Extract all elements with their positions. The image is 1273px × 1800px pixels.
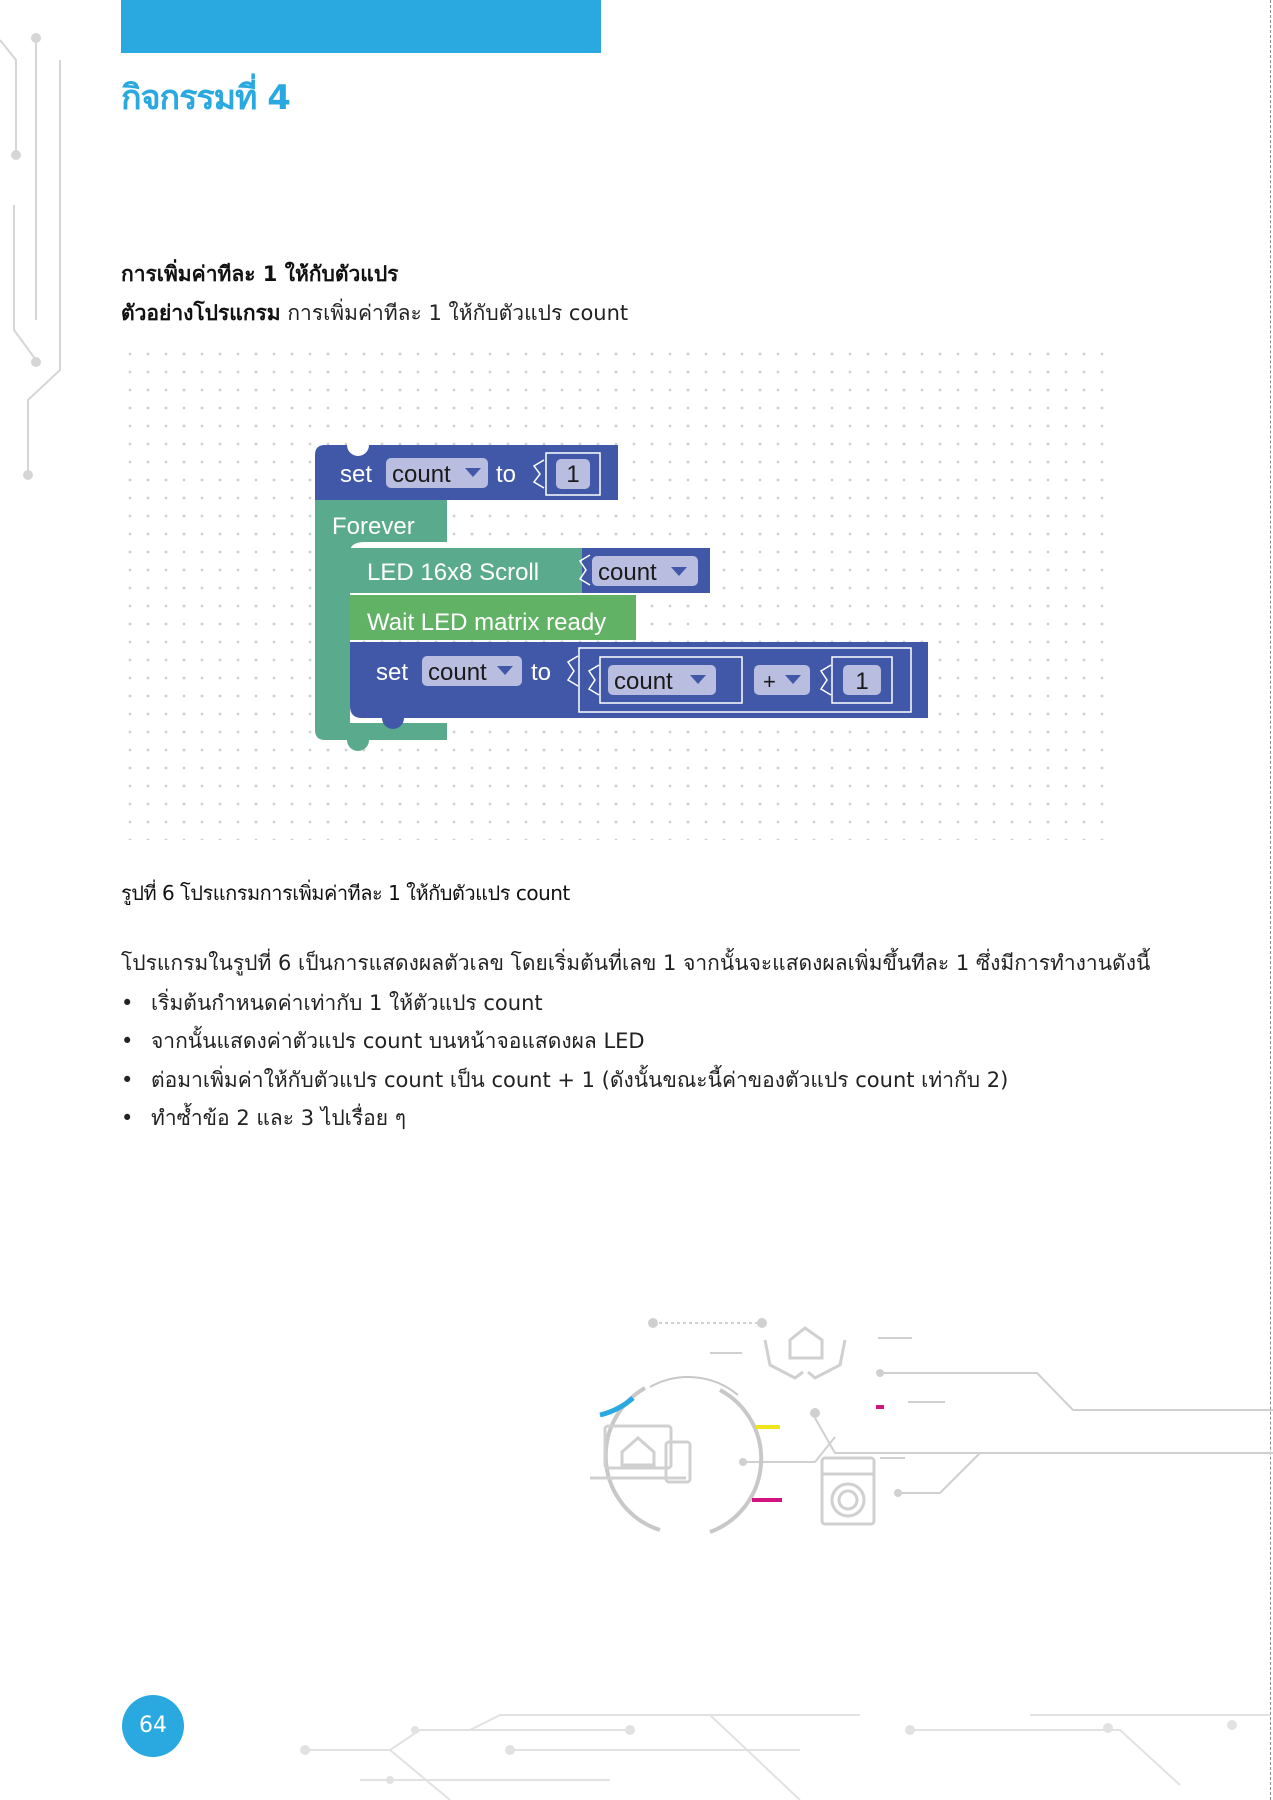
figure-caption: รูปที่ 6 โปรแกรมการเพิ่มค่าทีละ 1 ให้กับ…	[121, 881, 570, 905]
variable-name: count	[598, 559, 657, 586]
list-item: • ต่อมาเพิ่มค่าให้กับตัวแปร count เป็น co…	[121, 1064, 1008, 1097]
page-number: 64	[122, 1695, 184, 1757]
circuit-decoration-left	[0, 33, 61, 480]
forever-label: Forever	[332, 513, 415, 540]
number-field[interactable]	[843, 665, 881, 695]
list-item-text: ทำซ้ำข้อ 2 และ 3 ไปเรื่อย ๆ	[151, 1106, 406, 1130]
chevron-down-icon[interactable]	[497, 666, 513, 675]
socket-connector	[587, 664, 600, 696]
house-hands-icon	[763, 1326, 847, 1380]
chevron-down-icon[interactable]	[785, 675, 801, 684]
block-program: Forever set count to 1 LED 16x8 Scroll c…	[315, 434, 928, 751]
number-value: 1	[855, 668, 868, 695]
bullet-icon: •	[121, 1029, 134, 1053]
variable-name: count	[428, 659, 487, 686]
example-text: การเพิ่มค่าทีละ 1 ให้กับตัวแปร count	[280, 301, 629, 325]
wait-label: Wait LED matrix ready	[367, 609, 606, 636]
socket-connector	[532, 459, 545, 489]
value-socket	[545, 452, 601, 496]
variable-dropdown[interactable]	[422, 656, 522, 686]
expression-socket	[578, 647, 912, 713]
header-bar	[121, 0, 601, 53]
list-item-text: เริ่มต้นกำหนดค่าเท่ากับ 1 ให้ตัวแปร coun…	[151, 991, 543, 1015]
variable-name: count	[392, 461, 451, 488]
example-line: ตัวอย่างโปรแกรม การเพิ่มค่าทีละ 1 ให้กับ…	[121, 297, 628, 330]
variable-dropdown[interactable]	[592, 556, 698, 586]
variable-dropdown[interactable]	[608, 665, 716, 695]
operator-dropdown[interactable]	[754, 665, 810, 695]
to-keyword: to	[496, 461, 516, 488]
block-connector	[382, 707, 404, 729]
operand-socket	[831, 656, 893, 704]
operand-variable: count	[614, 668, 673, 695]
wait-led-block[interactable]	[350, 595, 636, 640]
variable-dropdown[interactable]	[386, 458, 488, 488]
example-label: ตัวอย่างโปรแกรม	[121, 301, 281, 325]
block-notch	[347, 434, 369, 456]
to-keyword: to	[531, 659, 551, 686]
operand-socket	[599, 656, 743, 704]
chevron-down-icon[interactable]	[690, 675, 706, 684]
list-item-text: ต่อมาเพิ่มค่าให้กับตัวแปร count เป็น cou…	[151, 1068, 1009, 1092]
smart-home-illustration	[590, 1318, 1273, 1534]
bullet-icon: •	[121, 1106, 134, 1130]
socket-connector	[819, 664, 832, 696]
list-item-text: จากนั้นแสดงค่าตัวแปร count บนหน้าจอแสดงผ…	[151, 1029, 645, 1053]
laptop-house-icon	[590, 1424, 692, 1484]
trim-line	[1270, 0, 1271, 1800]
washing-machine-icon	[820, 1456, 876, 1526]
bullet-icon: •	[121, 991, 134, 1015]
socket-connector	[578, 554, 591, 586]
circuit-decoration-bottom	[300, 1714, 1270, 1800]
list-item: • ทำซ้ำข้อ 2 และ 3 ไปเรื่อย ๆ	[121, 1102, 406, 1135]
list-item: • จากนั้นแสดงค่าตัวแปร count บนหน้าจอแสดง…	[121, 1025, 645, 1058]
activity-title: กิจกรรมที่ 4	[121, 78, 291, 118]
chevron-down-icon[interactable]	[671, 567, 687, 576]
section-heading: การเพิ่มค่าทีละ 1 ให้กับตัวแปร	[121, 262, 399, 286]
set-keyword: set	[340, 461, 372, 488]
operator-label: +	[763, 669, 776, 694]
list-item: • เริ่มต้นกำหนดค่าเท่ากับ 1 ให้ตัวแปร cou…	[121, 987, 543, 1020]
block-connector	[347, 729, 369, 751]
number-value: 1	[566, 461, 579, 488]
forever-block[interactable]	[315, 495, 447, 740]
set-keyword: set	[376, 659, 408, 686]
socket-connector	[566, 655, 579, 687]
number-field[interactable]	[556, 459, 590, 489]
description-paragraph: โปรแกรมในรูปที่ 6 เป็นการแสดงผลตัวเลข โด…	[121, 951, 1151, 975]
bullet-icon: •	[121, 1068, 134, 1092]
led-scroll-label: LED 16x8 Scroll	[367, 559, 539, 586]
chevron-down-icon[interactable]	[465, 468, 481, 477]
